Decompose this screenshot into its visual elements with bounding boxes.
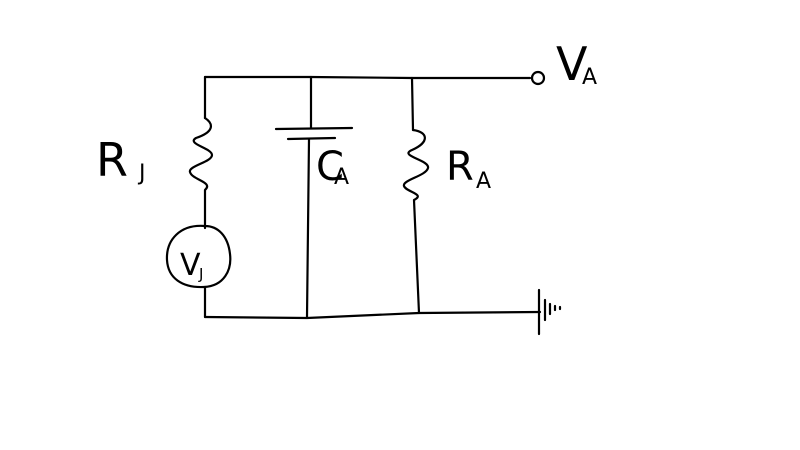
output-label-main: V: [556, 37, 588, 91]
resistor-j-label: R J: [96, 133, 146, 187]
output-terminal: [530, 70, 546, 86]
top-wire: [203, 75, 532, 80]
resistor-j-zigzag: [188, 116, 214, 228]
resistor-j-label-sub: J: [137, 161, 146, 186]
resistor-a-zigzag: [402, 128, 430, 315]
resistor-a-label: R A: [446, 144, 491, 194]
capacitor-a-label-sub: A: [334, 165, 349, 190]
resistor-j-label-main: R: [96, 133, 128, 187]
ground-icon: [537, 288, 562, 336]
bottom-wire: [203, 310, 542, 320]
capacitor-a-label: C A: [316, 144, 349, 190]
capacitor-a-label-main: C: [316, 144, 344, 190]
source-j-label-main: V: [180, 248, 201, 283]
resistor-a-top-wire: [410, 76, 415, 132]
output-label-sub: A: [582, 65, 597, 90]
capacitor-bottom-wire: [305, 137, 311, 319]
resistor-a-label-sub: A: [476, 169, 491, 194]
output-voltage-label: V A: [556, 37, 597, 91]
resistor-a-label-main: R: [446, 144, 474, 190]
voltage-source-j: V J: [165, 224, 232, 289]
capacitor-plate-top: [274, 126, 354, 131]
source-j-label-sub: J: [198, 265, 203, 283]
capacitor-plate-bottom: [286, 136, 337, 141]
